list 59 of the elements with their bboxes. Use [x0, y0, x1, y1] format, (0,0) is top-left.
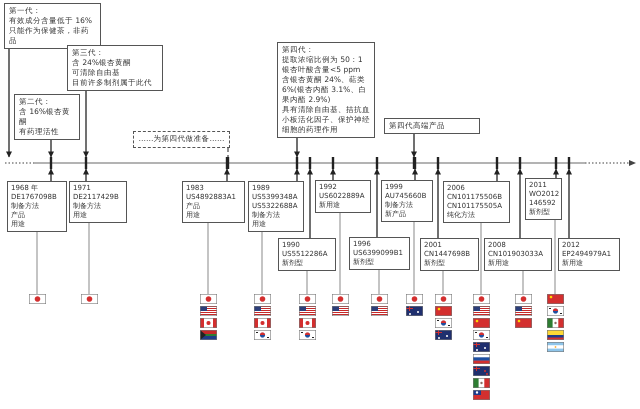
flags-drawing	[406, 294, 422, 316]
arrow	[224, 168, 230, 181]
patent-box	[484, 238, 552, 271]
flags-drawing	[546, 294, 564, 352]
patent-box	[420, 238, 479, 271]
flags-drawing	[370, 294, 388, 316]
note-box	[277, 42, 375, 138]
connector-line	[554, 220, 556, 294]
arrow	[294, 168, 300, 181]
arrow	[330, 168, 336, 180]
arrow	[494, 168, 500, 181]
arrow	[307, 168, 313, 238]
flags-drawing	[200, 294, 216, 340]
arrow	[412, 168, 418, 180]
patent-box	[525, 178, 562, 220]
flags-drawing	[80, 294, 98, 304]
arrow	[83, 168, 89, 181]
connector-line	[88, 222, 90, 294]
patent-box	[248, 181, 304, 232]
patent-box	[182, 181, 245, 223]
connector-line	[480, 222, 482, 294]
connector-line	[378, 270, 380, 294]
arrow	[48, 140, 54, 158]
patent-box	[349, 237, 410, 270]
arrow	[566, 168, 572, 238]
flags-drawing	[472, 294, 490, 400]
connector-line	[36, 232, 38, 294]
flags-drawing	[28, 294, 46, 304]
patent-box	[443, 181, 510, 223]
patent-box	[558, 238, 620, 271]
flags-drawing	[254, 294, 270, 340]
note-box	[4, 3, 101, 49]
timeline-axis	[5, 157, 636, 169]
arrow	[48, 168, 54, 181]
note-box	[14, 94, 80, 140]
arrow	[6, 49, 12, 158]
patent-box	[69, 181, 127, 223]
dashed-connector	[227, 148, 229, 157]
connector-line	[522, 270, 524, 294]
arrow	[517, 168, 523, 238]
dashed-note-box	[133, 131, 230, 148]
flags-drawing	[332, 294, 348, 316]
arrow	[294, 138, 300, 158]
note-box	[384, 118, 480, 134]
flags-drawing	[514, 294, 532, 328]
flags-drawing	[434, 294, 452, 340]
arrow	[411, 134, 417, 158]
note-box	[67, 45, 163, 91]
patent-box	[278, 238, 336, 271]
connector-line	[442, 270, 444, 294]
flags-drawing	[298, 294, 316, 340]
arrow	[553, 168, 559, 178]
arrow	[435, 168, 441, 238]
connector-line	[306, 270, 308, 294]
patent-box	[381, 180, 433, 222]
arrow	[374, 168, 380, 237]
patent-box	[7, 181, 67, 232]
arrow	[83, 91, 89, 158]
patent-box	[315, 180, 371, 213]
